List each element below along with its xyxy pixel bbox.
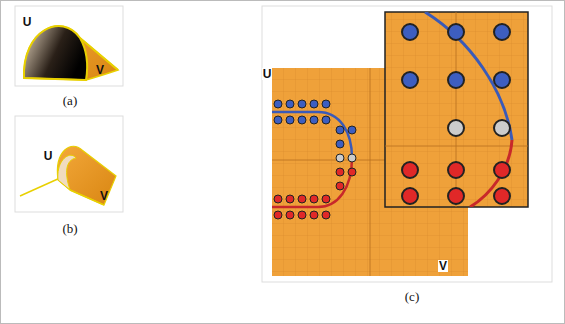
- blue-curve: [272, 112, 352, 158]
- sample-dot: [286, 211, 294, 219]
- sample-dot: [402, 72, 418, 88]
- sample-dots: [274, 100, 356, 219]
- sample-dot: [402, 188, 418, 204]
- sample-dot: [298, 195, 306, 203]
- sample-dot: [322, 211, 330, 219]
- sample-dot: [310, 211, 318, 219]
- sample-dot: [494, 162, 510, 178]
- half-cylinder: [24, 26, 118, 80]
- sample-dot: [348, 154, 356, 162]
- axis-label: U: [44, 150, 53, 162]
- axis-label: U: [262, 68, 273, 80]
- sample-dot: [494, 72, 510, 88]
- sample-dot: [286, 195, 294, 203]
- sample-dot: [322, 195, 330, 203]
- panel-b: [15, 116, 123, 212]
- sample-dot: [348, 168, 356, 176]
- sample-dot: [310, 100, 318, 108]
- sample-dot: [298, 116, 306, 124]
- sample-dot: [310, 116, 318, 124]
- sample-dot: [402, 24, 418, 40]
- sample-dot: [448, 188, 464, 204]
- sample-dot: [494, 120, 510, 136]
- panel-c: [262, 6, 552, 282]
- sample-dot: [494, 188, 510, 204]
- sample-dot: [448, 24, 464, 40]
- zoom-inset: [385, 12, 528, 207]
- sample-dot: [322, 100, 330, 108]
- panel-caption: (b): [62, 222, 77, 235]
- sample-dot: [448, 72, 464, 88]
- sample-dot: [298, 211, 306, 219]
- sample-dot: [494, 24, 510, 40]
- red-curve: [272, 158, 352, 207]
- axis-label: U: [23, 16, 32, 28]
- sample-dot: [336, 154, 344, 162]
- sample-dot: [448, 120, 464, 136]
- sample-dot: [310, 195, 318, 203]
- sample-dot: [336, 126, 344, 134]
- axis-label: V: [96, 64, 104, 76]
- sample-dot: [336, 140, 344, 148]
- sample-dot: [274, 211, 282, 219]
- panel-caption: (a): [63, 94, 77, 107]
- sample-dot: [336, 182, 344, 190]
- sample-dot: [348, 126, 356, 134]
- sample-dot: [336, 168, 344, 176]
- panel-caption: (c): [405, 290, 419, 303]
- sample-dot: [448, 162, 464, 178]
- sample-dot: [274, 100, 282, 108]
- sample-dot: [274, 116, 282, 124]
- sample-dot: [286, 116, 294, 124]
- axis-label: V: [438, 260, 448, 272]
- sample-dot: [298, 100, 306, 108]
- panel-a: [15, 6, 123, 86]
- sample-dot: [274, 195, 282, 203]
- sample-dot: [286, 100, 294, 108]
- axis-label: V: [100, 190, 108, 202]
- sample-dot: [322, 116, 330, 124]
- folded-surface: [20, 146, 116, 205]
- sample-dot: [402, 162, 418, 178]
